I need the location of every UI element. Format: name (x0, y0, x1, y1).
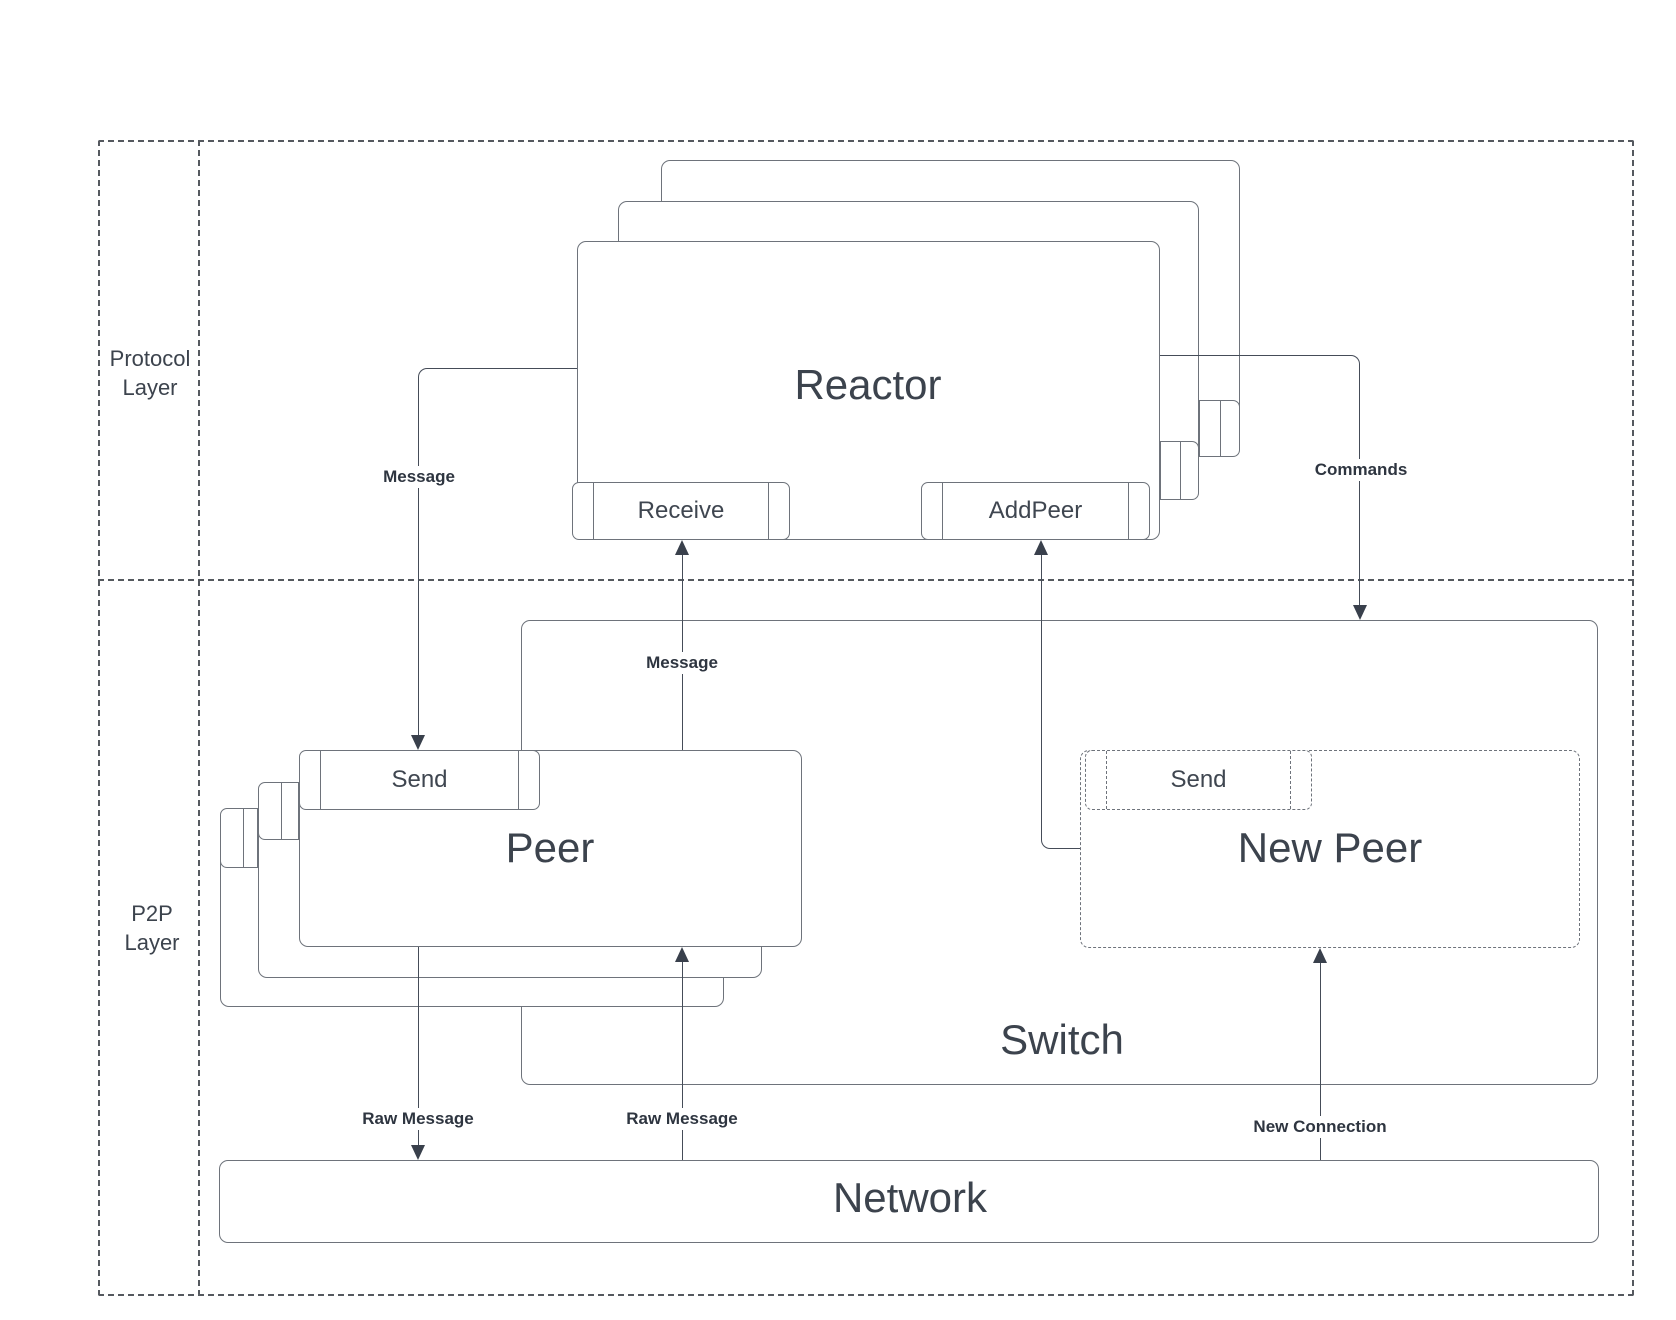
p2p-layer-label-line1: P2P (131, 900, 173, 926)
edge-raw-message-out-arrowhead-icon (411, 1145, 425, 1160)
peer-middle-tab-divider (281, 783, 282, 839)
protocol-layer-label: Protocol Layer (110, 344, 191, 402)
layer-label-column-divider (198, 140, 200, 1296)
peer-send-box: Send (299, 750, 540, 810)
edge-message-to-reactor-arrowhead-icon (675, 540, 689, 555)
reactor-back-subbox-tab (1199, 400, 1240, 457)
edge-raw-message-in-label: Raw Message (620, 1108, 744, 1130)
new-peer-send-divider-right (1290, 751, 1291, 809)
peer-label: Peer (505, 824, 595, 871)
addpeer-divider-left (942, 483, 943, 539)
edge-new-connection-label: New Connection (1247, 1116, 1393, 1138)
edge-message-to-peer-arrowhead-icon (411, 735, 425, 750)
addpeer-box: AddPeer (921, 482, 1150, 540)
receive-divider-right (768, 483, 769, 539)
edge-message-to-peer-line (418, 368, 577, 736)
network-label: Network (832, 1174, 988, 1221)
edge-new-connection-line (1320, 962, 1321, 1160)
peer-send-divider-left (320, 751, 321, 809)
peer-send-label: Send (391, 766, 448, 793)
receive-divider-left (593, 483, 594, 539)
reactor-label: Reactor (794, 361, 942, 408)
outer-dashed-border (98, 140, 1634, 1296)
addpeer-divider-right (1128, 483, 1129, 539)
peer-back-tab-divider (243, 809, 244, 867)
edge-message-to-reactor-label: Message (640, 652, 724, 674)
peer-middle-send-tab (258, 782, 299, 840)
edge-addpeer-line (1041, 554, 1080, 849)
protocol-p2p-layer-divider (98, 579, 1634, 581)
reactor-middle-tab-divider (1180, 442, 1181, 499)
p2p-layer-label-line2: Layer (124, 930, 180, 955)
protocol-layer-label-line2: Layer (122, 375, 178, 400)
new-peer-send-label: Send (1170, 766, 1227, 793)
switch-label: Switch (1000, 1016, 1124, 1063)
new-peer-send-divider-left (1106, 751, 1107, 809)
edge-message-to-peer-label: Message (377, 466, 461, 488)
peer-send-divider-right (518, 751, 519, 809)
protocol-layer-label-line1: Protocol (109, 345, 191, 371)
edge-commands-label: Commands (1308, 459, 1414, 481)
receive-box: Receive (572, 482, 790, 540)
network-box (219, 1160, 1599, 1243)
edge-addpeer-arrowhead-icon (1034, 540, 1048, 555)
peer-back-send-tab (220, 808, 258, 868)
addpeer-label: AddPeer (988, 497, 1083, 524)
edge-raw-message-in-arrowhead-icon (675, 947, 689, 962)
edge-raw-message-out-line (418, 947, 419, 1145)
edge-new-connection-arrowhead-icon (1313, 948, 1327, 963)
edge-commands-arrowhead-icon (1353, 605, 1367, 620)
receive-label: Receive (637, 497, 725, 524)
new-peer-send-box: Send (1085, 750, 1312, 810)
reactor-back-tab-divider (1220, 401, 1221, 456)
new-peer-label: New Peer (1237, 824, 1423, 871)
edge-raw-message-out-label: Raw Message (356, 1108, 480, 1130)
reactor-middle-subbox-tab (1160, 441, 1199, 500)
edge-raw-message-in-line (682, 961, 683, 1160)
p2p-layer-label: P2P Layer (124, 899, 179, 957)
